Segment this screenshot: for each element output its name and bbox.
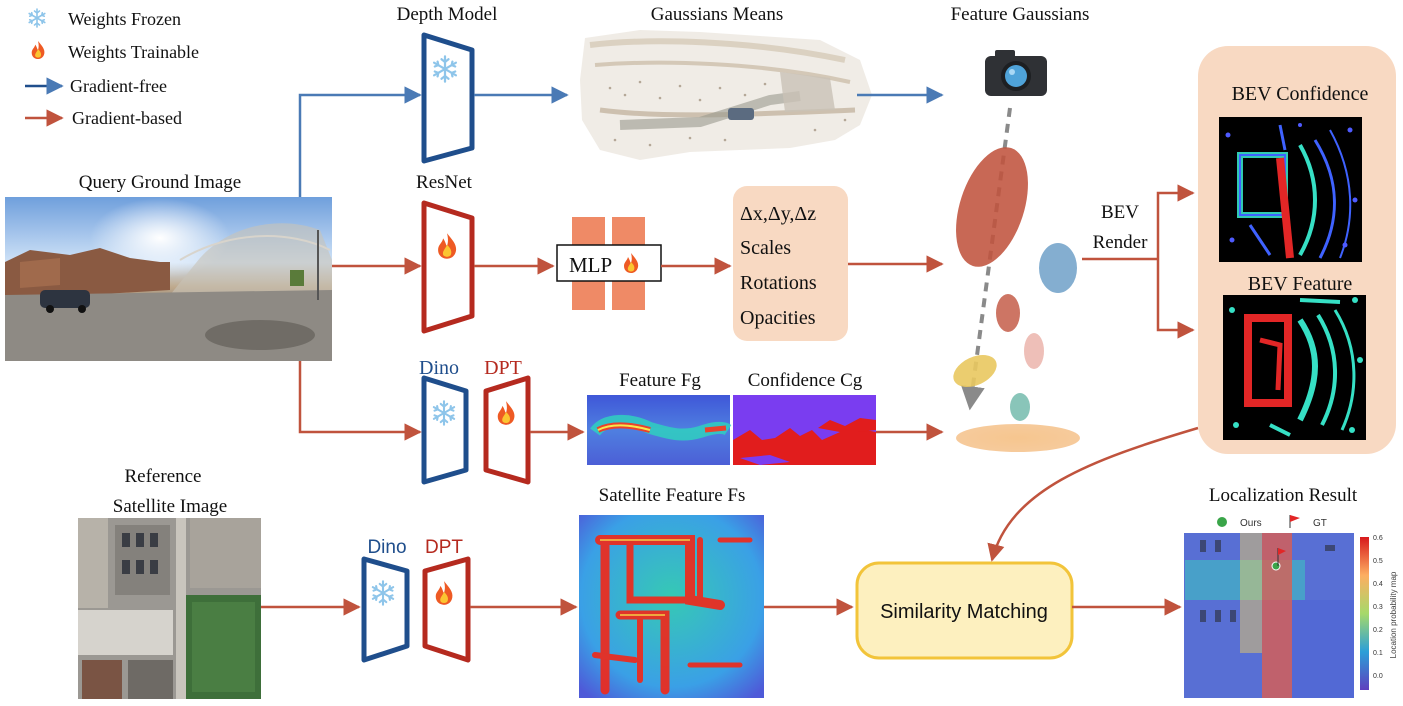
gaussians-means-pointcloud bbox=[580, 30, 872, 160]
bev-confidence-map bbox=[1219, 117, 1362, 262]
colorbar-tick: 0.0 bbox=[1373, 673, 1383, 680]
bev-feature-map bbox=[1223, 295, 1366, 440]
bev-confidence-title: BEV Confidence bbox=[1232, 83, 1369, 105]
query-ground-image bbox=[5, 197, 332, 361]
reference-title-1: Reference bbox=[125, 466, 202, 487]
resnet-block bbox=[421, 200, 475, 334]
feature-fg-map bbox=[587, 395, 732, 465]
similarity-matching-label: Similarity Matching bbox=[880, 601, 1048, 623]
ours-marker bbox=[1217, 517, 1227, 527]
legend-gradient-free-label: Gradient-free bbox=[70, 76, 167, 96]
similarity-matching-box: Similarity Matching bbox=[855, 561, 1074, 660]
localization-result-plot: Ours GT 0.6 0.5 0.4 0.3 0.2 0.1 0.0 bbox=[1184, 515, 1398, 698]
localization-result-title: Localization Result bbox=[1209, 485, 1358, 506]
reference-title-2: Satellite Image bbox=[113, 496, 227, 517]
bev-render-label-2: Render bbox=[1093, 232, 1149, 253]
confidence-cg-map bbox=[733, 395, 876, 465]
satellite-feature-map bbox=[579, 515, 764, 698]
dpt-top-block bbox=[483, 375, 531, 485]
legend-gt-label: GT bbox=[1313, 518, 1327, 529]
dpt-bottom-block bbox=[422, 556, 471, 663]
flow-arrows bbox=[261, 86, 1199, 616]
legend-trainable-label: Weights Trainable bbox=[68, 42, 199, 62]
resnet-title: ResNet bbox=[416, 172, 473, 193]
colorbar-tick: 0.3 bbox=[1373, 604, 1383, 611]
query-image-title: Query Ground Image bbox=[79, 172, 242, 193]
bev-render-label-1: BEV bbox=[1101, 202, 1139, 223]
colorbar-tick: 0.2 bbox=[1373, 627, 1383, 634]
dino-bottom-label: Dino bbox=[367, 537, 406, 558]
colorbar-tick: 0.6 bbox=[1373, 535, 1383, 542]
dino-bottom-block bbox=[361, 556, 410, 663]
legend-frozen-label: Weights Frozen bbox=[68, 9, 181, 29]
dino-top-block bbox=[421, 375, 469, 485]
depth-model-title: Depth Model bbox=[397, 4, 498, 25]
feature-gaussians-title: Feature Gaussians bbox=[951, 4, 1090, 25]
confidence-cg-title: Confidence Cg bbox=[748, 370, 863, 391]
colorbar-label: Location probability map bbox=[1389, 571, 1398, 658]
legend: Weights Frozen Weights Trainable Gradien… bbox=[25, 8, 199, 128]
feature-fg-title: Feature Fg bbox=[619, 370, 701, 391]
param-scales: Scales bbox=[740, 237, 791, 259]
gaussian-ellipsoids bbox=[953, 147, 1080, 452]
reference-satellite-image bbox=[78, 518, 261, 699]
colorbar-tick: 0.1 bbox=[1373, 650, 1383, 657]
snowflake-icon bbox=[28, 8, 46, 28]
fire-icon bbox=[31, 41, 45, 59]
legend-gradient-based-label: Gradient-based bbox=[72, 108, 182, 128]
gaussians-means-title: Gaussians Means bbox=[651, 4, 783, 25]
colorbar-tick: 0.5 bbox=[1373, 558, 1383, 565]
depth-model-block bbox=[421, 32, 475, 164]
mlp-label: MLP bbox=[569, 253, 612, 277]
dpt-top-label: DPT bbox=[484, 357, 522, 379]
mlp-block: MLP bbox=[556, 217, 662, 310]
colorbar-tick: 0.4 bbox=[1373, 581, 1383, 588]
param-opacities: Opacities bbox=[740, 307, 816, 329]
legend-ours-label: Ours bbox=[1240, 518, 1262, 529]
bev-panel: BEV Confidence BEV Feature bbox=[1198, 46, 1396, 454]
param-deltas: Δx,Δy,Δz bbox=[740, 203, 816, 225]
dpt-bottom-label: DPT bbox=[425, 537, 463, 558]
bev-feature-title: BEV Feature bbox=[1248, 273, 1353, 295]
dino-top-label: Dino bbox=[419, 357, 459, 379]
satellite-feature-title: Satellite Feature Fs bbox=[599, 485, 746, 506]
camera-icon bbox=[985, 50, 1047, 96]
gt-flag-icon bbox=[1289, 515, 1300, 528]
gaussian-params-box: Δx,Δy,Δz Scales Rotations Opacities bbox=[733, 186, 848, 341]
param-rotations: Rotations bbox=[740, 272, 817, 294]
colorbar bbox=[1360, 537, 1369, 690]
